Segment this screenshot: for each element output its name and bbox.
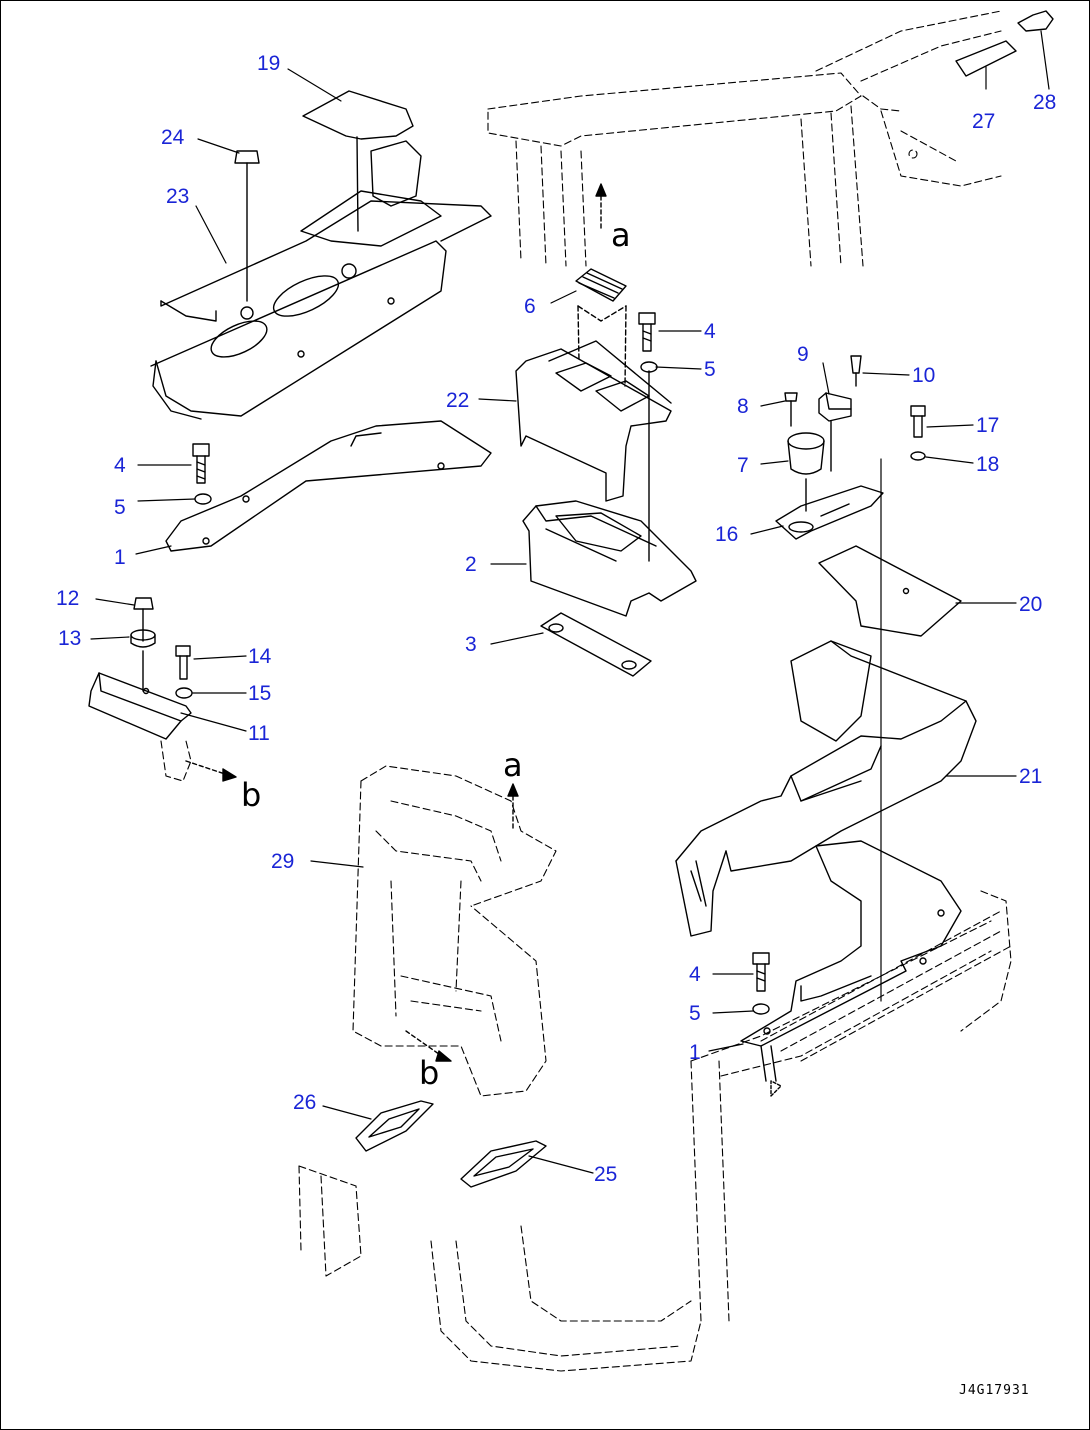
part-9-switch (818, 392, 852, 422)
callout-6: 6 (524, 295, 536, 318)
part-10-connector (850, 355, 862, 387)
callout-22: 22 (446, 389, 470, 412)
drawing-code: J4G17931 (959, 1383, 1030, 1398)
part-22-panel (515, 340, 672, 502)
view-mark-b: b (241, 776, 262, 814)
callout-14: 14 (248, 645, 272, 668)
part-17-bolt (910, 405, 926, 438)
part-20-mat (818, 545, 962, 637)
callout-2: 2 (465, 553, 477, 576)
view-mark-b: b (419, 1054, 440, 1092)
part-19-plate (302, 90, 414, 232)
callout-17: 17 (976, 414, 1000, 437)
part-28-cap (1017, 10, 1054, 32)
callout-24: 24 (161, 126, 185, 149)
part-8-screw (784, 392, 798, 427)
callout-5: 5 (689, 1002, 701, 1025)
callout-11: 11 (248, 722, 270, 745)
callout-20: 20 (1019, 593, 1043, 616)
view-mark-a: a (611, 216, 631, 254)
part-11-cover (88, 672, 192, 740)
part-18-washer (910, 451, 926, 461)
callout-29: 29 (271, 850, 295, 873)
callout-19: 19 (257, 52, 281, 75)
callout-9: 9 (797, 343, 809, 366)
callout-1: 1 (114, 546, 126, 569)
part-15-washer (175, 687, 193, 699)
callout-7: 7 (737, 454, 749, 477)
callout-15: 15 (248, 682, 272, 705)
part-1-bracket-left (165, 420, 492, 552)
callout-8: 8 (737, 395, 749, 418)
part-5-washer-right (752, 1003, 770, 1015)
view-arrow-b-left (185, 760, 237, 782)
callout-4: 4 (114, 454, 126, 477)
part-23-cover (150, 140, 492, 420)
view-arrow-a-top (595, 183, 607, 232)
callout-4: 4 (689, 963, 701, 986)
part-7-cup-holder (787, 420, 832, 512)
part-6-grille (575, 268, 627, 387)
callout-1: 1 (689, 1041, 701, 1064)
part-4-bolt-left (192, 443, 210, 484)
view-arrow-a-lower (507, 783, 519, 830)
callout-25: 25 (594, 1163, 618, 1186)
part-3-plate (540, 612, 652, 677)
view-arrow-b-lower (405, 1030, 452, 1062)
callout-3: 3 (465, 633, 477, 656)
callout-16: 16 (715, 523, 739, 546)
part-2-switch-unit (522, 500, 697, 617)
part-13-grommet (130, 629, 156, 692)
callout-5: 5 (114, 496, 126, 519)
callout-13: 13 (58, 627, 82, 650)
part-4-bolt-right (752, 952, 770, 992)
callout-12: 12 (56, 587, 80, 610)
part-4-bolt-center (638, 312, 656, 562)
part-1-bracket-right (740, 840, 962, 1097)
part-27-cover (955, 40, 1017, 77)
callout-5: 5 (704, 358, 716, 381)
callout-18: 18 (976, 453, 1000, 476)
part-5-washer-left (194, 493, 212, 505)
callout-4: 4 (704, 320, 716, 343)
callout-28: 28 (1033, 91, 1057, 114)
callout-10: 10 (912, 364, 936, 387)
part-24-bolt (234, 150, 260, 302)
view-mark-a: a (503, 746, 523, 784)
callout-23: 23 (166, 185, 190, 208)
callout-21: 21 (1019, 765, 1043, 788)
leader-lines (90, 30, 1050, 1174)
cab-frame-phantom (160, 10, 1012, 1372)
callout-27: 27 (972, 110, 996, 133)
callout-26: 26 (293, 1091, 317, 1114)
part-16-bracket (775, 485, 884, 540)
part-29-phantom-console (352, 765, 557, 1097)
part-12-bolt (133, 597, 154, 642)
part-14-bolt (175, 645, 191, 680)
part-21-console (675, 640, 977, 937)
part-26-pad (355, 1100, 434, 1152)
part-25-pad (460, 1140, 547, 1188)
